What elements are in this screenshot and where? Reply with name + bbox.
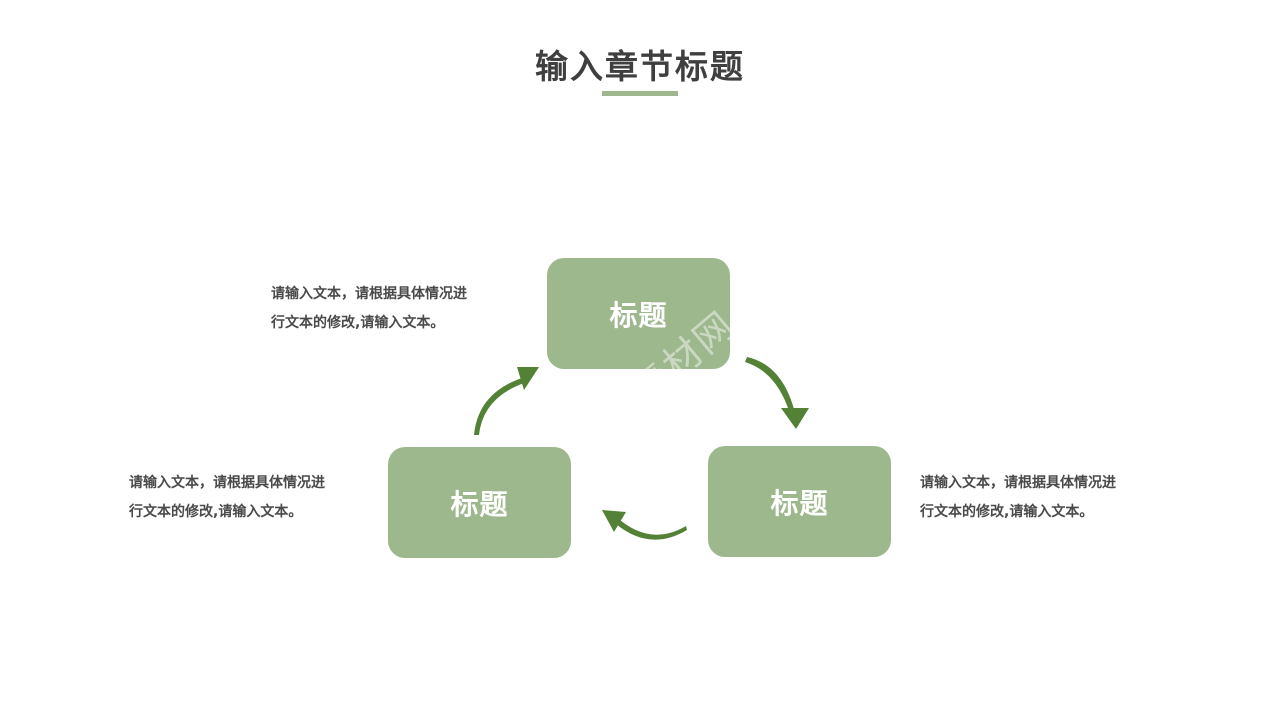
box-right-label: 标题 — [770, 486, 829, 520]
description-right-line2: 行文本的修改,请输入文本。 — [920, 504, 1094, 520]
description-left: 请输入文本，请根据具体情况进 行文本的修改,请输入文本。 — [129, 469, 364, 527]
slide-title: 输入章节标题 — [535, 47, 745, 86]
title-underline — [602, 91, 678, 96]
description-top-line2: 行文本的修改,请输入文本。 — [271, 315, 445, 331]
description-right: 请输入文本，请根据具体情况进 行文本的修改,请输入文本。 — [920, 469, 1155, 527]
arrow-left-to-top-icon — [474, 367, 539, 435]
box-top-label: 标题 — [609, 298, 668, 332]
arrow-right-to-left-icon — [602, 510, 687, 540]
description-top: 请输入文本，请根据具体情况进 行文本的修改,请输入文本。 — [271, 280, 506, 338]
description-top-line1: 请输入文本，请根据具体情况进 — [271, 286, 467, 302]
arrow-top-to-right-icon — [745, 357, 809, 429]
description-left-line2: 行文本的修改,请输入文本。 — [129, 504, 303, 520]
description-right-line1: 请输入文本，请根据具体情况进 — [920, 475, 1116, 491]
box-left: 标题 — [388, 447, 571, 558]
box-right: 标题 — [708, 446, 891, 557]
description-left-line1: 请输入文本，请根据具体情况进 — [129, 475, 325, 491]
box-left-label: 标题 — [450, 487, 509, 521]
box-top: 标题 — [547, 258, 730, 369]
